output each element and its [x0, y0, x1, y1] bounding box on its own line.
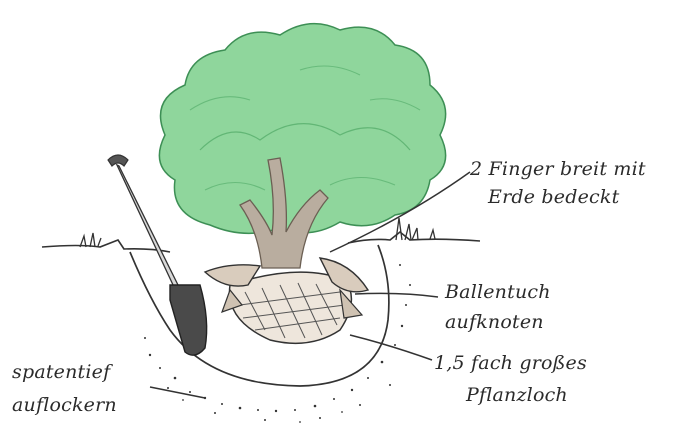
tree-crown	[159, 24, 445, 234]
root-ball	[205, 258, 368, 343]
label-cover-line2: Erde bedeckt	[488, 188, 619, 207]
label-hole-line1: 1,5 fach großes	[434, 354, 587, 373]
label-loosen-line2: auflockern	[12, 396, 117, 415]
label-cover-line1: 2 Finger breit mit	[470, 160, 646, 179]
label-cloth-line1: Ballentuch	[445, 283, 551, 302]
label-hole-line2: Pflanzloch	[466, 386, 568, 405]
grass-tuft-right	[396, 218, 435, 240]
leader-line-hole	[350, 335, 432, 360]
label-loosen-line1: spatentief	[12, 363, 110, 382]
ground-line-left	[42, 240, 170, 252]
leader-line-loosen	[150, 387, 205, 398]
label-cloth-line2: aufknoten	[445, 313, 544, 332]
leader-line-cloth	[355, 293, 438, 297]
